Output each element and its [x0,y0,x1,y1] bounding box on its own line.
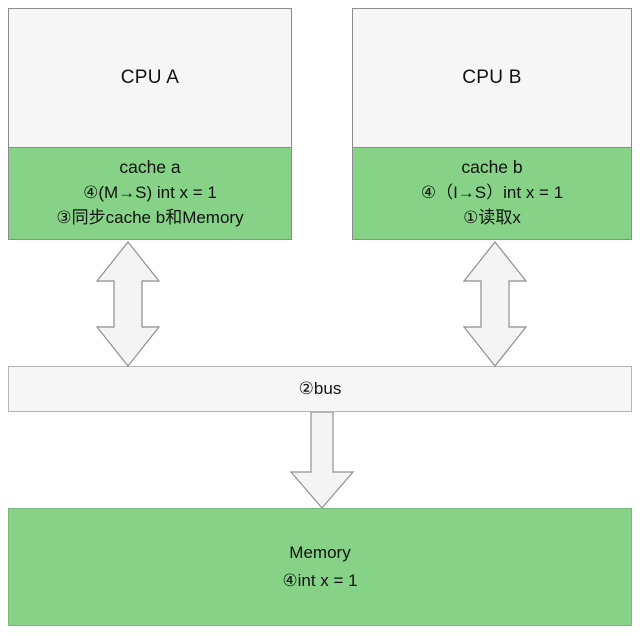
cpu-a-block[interactable]: CPU A cache a ④(M→S) int x = 1 ③同步cache … [8,8,292,240]
cpu-b-core: CPU B [353,9,631,147]
cpu-b-cache: cache b ④（I→S）int x = 1 ①读取x [353,147,631,239]
memory-box[interactable]: Memory ④int x = 1 [8,508,632,626]
cache-b-name: cache b [461,157,523,177]
cache-b-state-line: ④（I→S）int x = 1 [420,183,564,202]
cache-b-read-line: ①读取x [463,208,521,227]
cpu-a-core: CPU A [9,9,291,147]
cache-a-state-line: ④(M→S) int x = 1 [83,183,217,202]
cache-a-sync-line: ③同步cache b和Memory [56,208,244,227]
bus-label: ②bus [298,379,342,398]
memory-title: Memory [289,543,351,562]
cpu-a-title: CPU A [120,67,180,88]
memory-value-line: ④int x = 1 [282,571,358,590]
cache-a-bus-arrow [95,241,161,367]
cpu-b-block[interactable]: CPU B cache b ④（I→S）int x = 1 ①读取x [352,8,632,240]
cpu-b-title: CPU B [462,67,522,88]
cache-a-name: cache a [119,157,181,177]
cpu-a-cache: cache a ④(M→S) int x = 1 ③同步cache b和Memo… [9,147,291,239]
cache-b-bus-arrow [462,241,528,367]
bus-box[interactable]: ②bus [8,366,632,412]
bus-memory-arrow [288,412,356,509]
